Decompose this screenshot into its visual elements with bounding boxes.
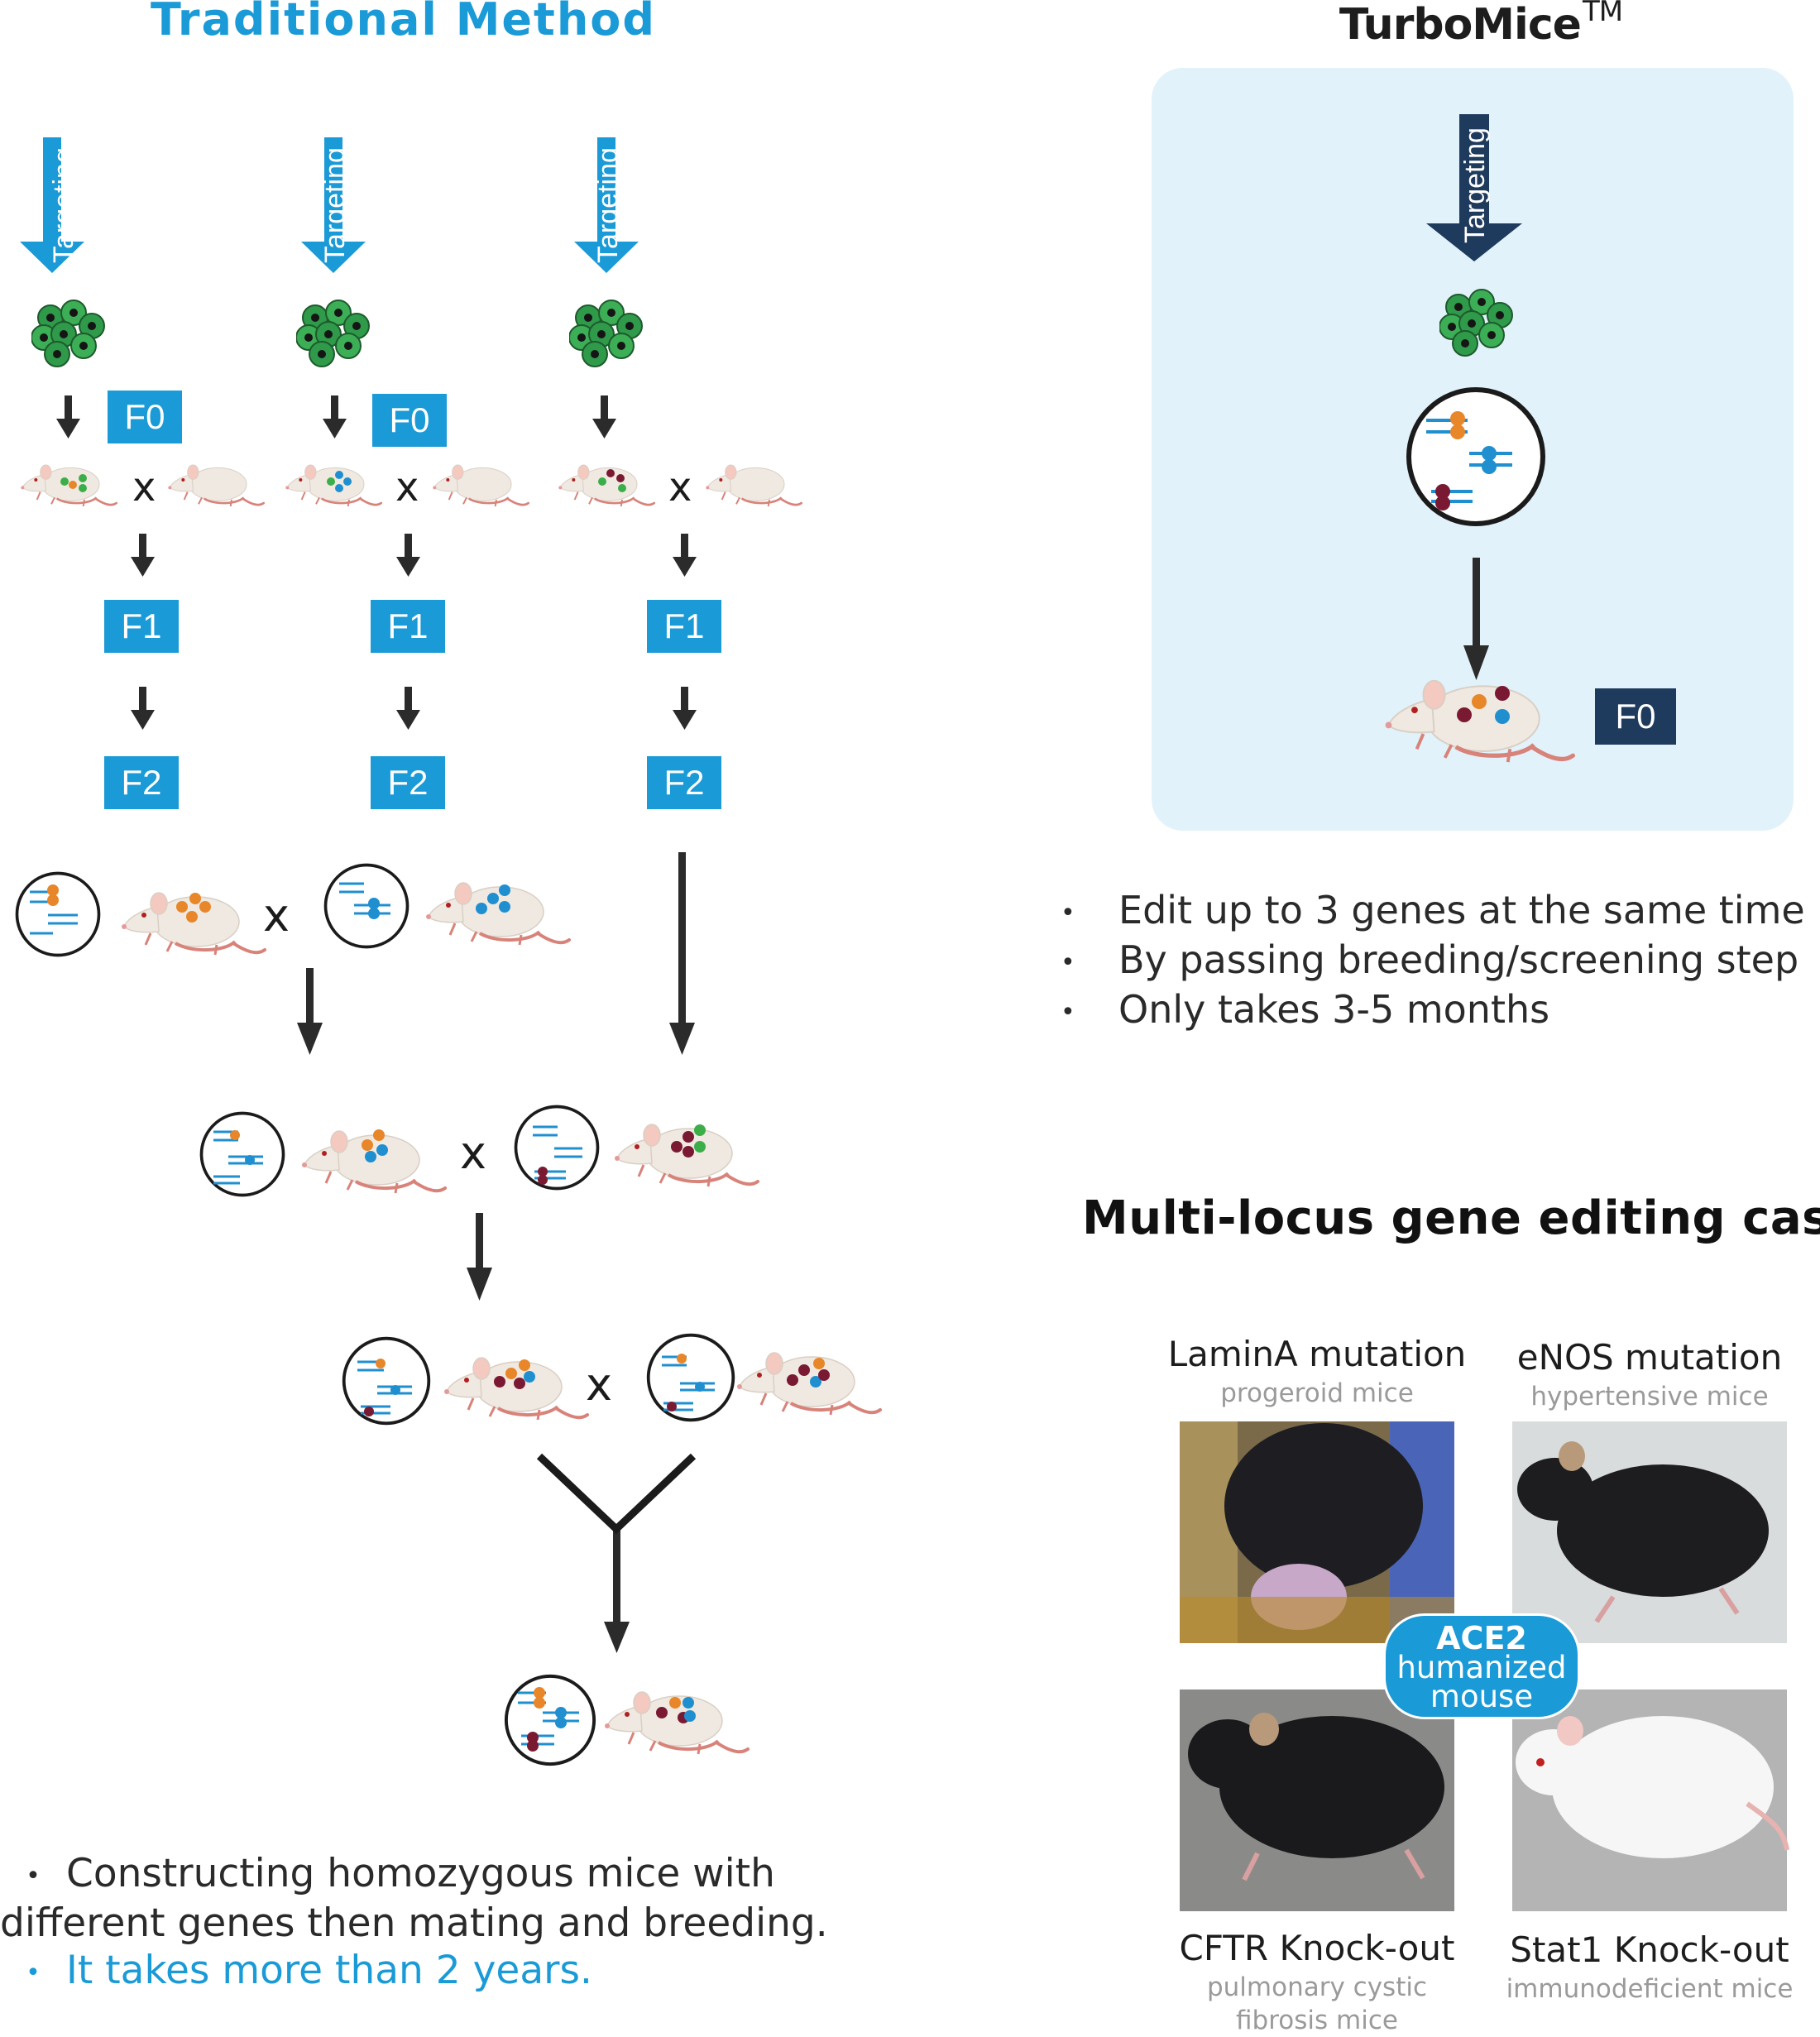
mouse-cross3-right xyxy=(735,1351,882,1416)
turbo-chromosome xyxy=(1409,390,1543,524)
targeting-arrow-col2 xyxy=(301,137,366,273)
mouse-f0-col1 xyxy=(19,463,117,508)
turbo-targeting-arrow xyxy=(1426,114,1522,261)
cross-col2: x xyxy=(395,464,419,510)
targeting-arrow-col1 xyxy=(20,137,84,273)
cross-row3: x xyxy=(586,1359,612,1411)
case-name-cftr: CFTR Knock-out xyxy=(1179,1928,1455,1968)
photo-cftr xyxy=(1180,1690,1454,1911)
mouse-wt-col1 xyxy=(166,463,265,508)
turbo-gene-dots xyxy=(1457,686,1510,724)
turbomice-bullet-1: •Edit up to 3 genes at the same time xyxy=(1061,888,1805,932)
mouse-f0-col2 xyxy=(284,463,382,508)
case-title: Multi-locus gene editing case: xyxy=(1082,1191,1820,1245)
case-name-lamina: LaminA mutation xyxy=(1167,1334,1467,1374)
gen-box-f0-col1: F0 xyxy=(108,391,182,443)
chromosome-three-b xyxy=(646,1333,735,1422)
case-desc-cftr: pulmonary cystic fibrosis mice xyxy=(1206,1972,1428,2035)
cell-cluster-col1 xyxy=(31,300,105,367)
case-name-enos: eNOS mutation xyxy=(1516,1337,1783,1378)
gene-dots-cross1-left xyxy=(176,893,211,923)
traditional-bullet-list: •Constructing homozygous mice with diffe… xyxy=(0,1850,877,1996)
long-arrows xyxy=(297,558,1489,1653)
cross-row2: x xyxy=(460,1127,486,1179)
traditional-bullet-1: •Constructing homozygous mice with diffe… xyxy=(0,1851,828,1946)
gen-box-f1-col1: F1 xyxy=(104,600,179,653)
cross-col3: x xyxy=(668,464,692,510)
small-arrows xyxy=(56,395,697,730)
case-desc-lamina: progeroid mice xyxy=(1220,1378,1414,1408)
cross-col1: x xyxy=(132,464,156,510)
photo-lamina xyxy=(1180,1421,1454,1643)
gene-dots-cross2-right xyxy=(671,1124,706,1157)
turbomice-bullet-3: •Only takes 3-5 months xyxy=(1061,987,1550,1032)
case-desc-enos: hypertensive mice xyxy=(1530,1382,1769,1412)
turbomice-bullet-2: •By passing breeding/screening step xyxy=(1061,937,1799,982)
gen-box-f2-col1: F2 xyxy=(104,756,179,809)
merge-y-lines xyxy=(536,1453,697,1535)
case-name-stat1: Stat1 Knock-out xyxy=(1510,1929,1789,1970)
mouse-cross1-right xyxy=(424,881,571,947)
targeting-label-col2: Targeting xyxy=(319,147,351,263)
cell-cluster-col2 xyxy=(296,300,370,367)
gene-dots-final xyxy=(656,1697,696,1723)
turbo-mouse xyxy=(1386,681,1573,762)
trademark: TM xyxy=(1582,0,1623,28)
gene-dots-cross3-left xyxy=(494,1359,535,1389)
gen-box-f0-col2: F0 xyxy=(372,394,447,447)
mouse-wt-col3 xyxy=(704,463,802,508)
gene-dots-cross1-right xyxy=(476,884,510,914)
targeting-arrow-col3 xyxy=(574,137,639,273)
mouse-cross2-left xyxy=(300,1129,447,1195)
case-desc-stat1: immunodeficient mice xyxy=(1506,1974,1794,2004)
mouse-cross3-left xyxy=(443,1356,589,1421)
ace2-badge: ACE2 humanized mouse xyxy=(1383,1613,1580,1719)
traditional-bullet-2: •It takes more than 2 years. xyxy=(26,1948,592,1993)
cell-cluster-col3 xyxy=(569,300,643,367)
cross-row1: x xyxy=(263,889,290,942)
gen-box-f1-col2: F1 xyxy=(371,600,445,653)
turbo-targeting-label: Targeting xyxy=(1459,127,1491,243)
gen-box-f1-col3: F1 xyxy=(647,600,721,653)
targeting-label-col1: Targeting xyxy=(48,147,79,263)
mouse-f0-col3 xyxy=(557,463,655,508)
targeting-label-col3: Targeting xyxy=(592,147,624,263)
gen-box-f2-col3: F2 xyxy=(647,756,721,809)
turbo-gen-box-f0: F0 xyxy=(1595,688,1676,745)
traditional-title: Traditional Method xyxy=(150,0,657,46)
gene-dots-cross3-right xyxy=(787,1358,830,1388)
turbomice-bullet-list: •Edit up to 3 genes at the same time •By… xyxy=(1061,887,1805,1036)
gen-box-f2-col2: F2 xyxy=(371,756,445,809)
gene-dots-f0 xyxy=(60,469,626,492)
photo-enos xyxy=(1512,1421,1787,1643)
turbo-cell-cluster xyxy=(1439,289,1513,357)
chromosome-three-a xyxy=(342,1336,431,1426)
photo-stat1 xyxy=(1512,1690,1789,1911)
mouse-wt-col2 xyxy=(431,463,529,508)
turbomice-title: TurboMiceTM xyxy=(1150,0,1812,50)
gene-dots-cross2-left xyxy=(362,1129,388,1162)
chromosome-orange-blue-lines xyxy=(213,1130,263,1185)
